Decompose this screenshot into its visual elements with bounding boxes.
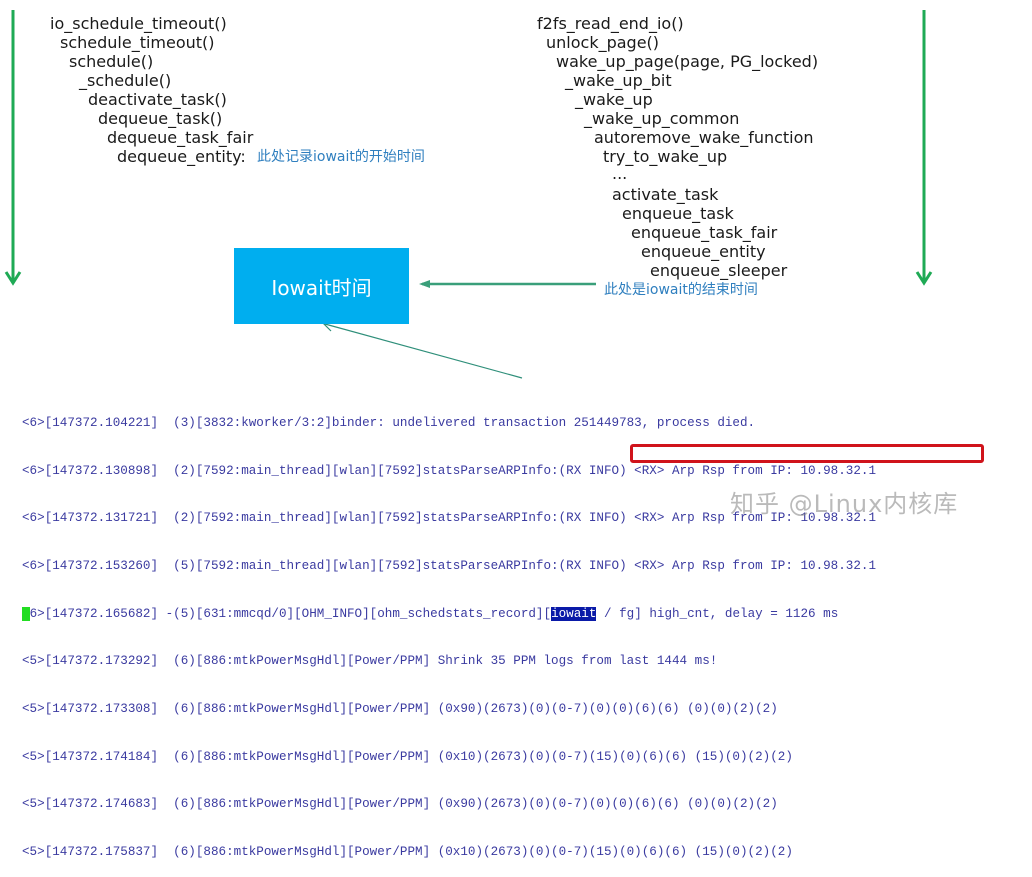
log-connector-arrow (322, 320, 523, 379)
log-line: <6>[147372.131721] (2)[7592:main_thread]… (22, 511, 877, 526)
stack-line: enqueue_task_fair (631, 223, 778, 242)
iowait-start-note: 此处记录iowait的开始时间 (257, 149, 425, 165)
text-cursor: < (22, 606, 30, 621)
stack-line: autoremove_wake_function (594, 128, 814, 147)
log-line: <6>[147372.104221] (3)[3832:kworker/3:2]… (22, 415, 756, 430)
log-line: <5>[147372.175837] (6)[886:mtkPowerMsgHd… (22, 845, 793, 860)
stack-line: deactivate_task() (88, 90, 227, 109)
stack-line: _schedule() (79, 71, 172, 90)
stack-line: wake_up_page(page, PG_locked) (556, 52, 819, 71)
iowait-log-highlight-box (630, 444, 984, 463)
stack-line: try_to_wake_up (603, 147, 728, 166)
stack-line: dequeue_entity: (117, 147, 246, 166)
log-line: <5>[147372.174683] (6)[886:mtkPowerMsgHd… (22, 797, 778, 812)
stack-line: schedule_timeout() (60, 33, 215, 52)
left-timeline-arrow (4, 10, 22, 286)
log-line: <6>[147372.153260] (5)[7592:main_thread]… (22, 558, 877, 573)
stack-line: unlock_page() (546, 33, 660, 52)
stack-line: enqueue_task (622, 204, 734, 223)
log-line-iowait: <6>[147372.165682] -(5)[631:mmcqd/0][OHM… (22, 606, 839, 621)
log-line: <5>[147372.174184] (6)[886:mtkPowerMsgHd… (22, 749, 793, 764)
log-line: <6>[147372.130898] (2)[7592:main_thread]… (22, 463, 877, 478)
stack-line: _wake_up_bit (565, 71, 672, 90)
stack-line: schedule() (69, 52, 154, 71)
stack-line: enqueue_entity (641, 242, 766, 261)
stack-line: enqueue_sleeper (650, 261, 788, 280)
stack-line: dequeue_task() (98, 109, 223, 128)
stack-line: dequeue_task_fair (107, 128, 254, 147)
stack-line: io_schedule_timeout() (50, 14, 227, 33)
iowait-end-note: 此处是iowait的结束时间 (604, 282, 758, 298)
stack-line: activate_task (612, 185, 719, 204)
log-line: <5>[147372.173292] (6)[886:mtkPowerMsgHd… (22, 654, 718, 669)
end-time-connector-arrow (419, 280, 596, 288)
iowait-duration-box: Iowait时间 (234, 248, 409, 324)
log-prefix-rest: 6> (29, 606, 45, 621)
stack-line: _wake_up (575, 90, 653, 109)
watermark: 知乎 @Linux内核库 (730, 490, 959, 518)
iowait-duration-label: Iowait时间 (271, 275, 372, 300)
stack-line: f2fs_read_end_io() (537, 14, 684, 33)
stack-line: _wake_up_common (584, 109, 740, 128)
diagram-arrows (4, 10, 933, 379)
selected-text-iowait[interactable]: iowait (551, 606, 597, 621)
stack-line: ... (612, 164, 628, 183)
log-line: <5>[147372.173308] (6)[886:mtkPowerMsgHd… (22, 702, 778, 717)
right-timeline-arrow (915, 10, 933, 286)
